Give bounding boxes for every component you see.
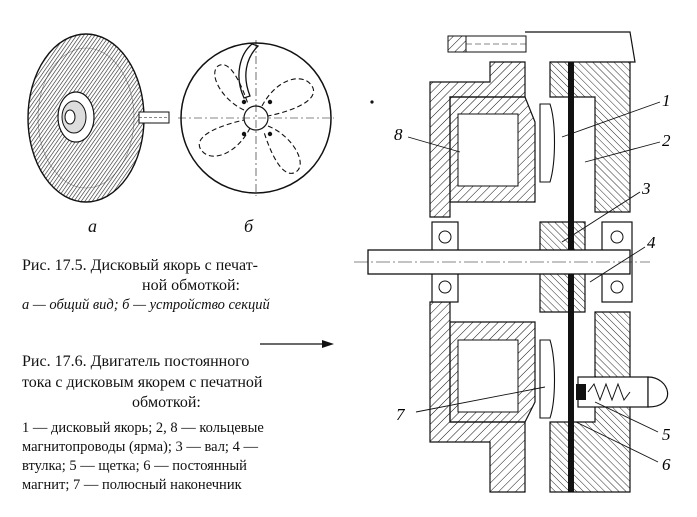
caption-17-6-legend-4: магнит; 7 — полюсный наконечник [22,477,242,493]
caption-17-6-legend-1: 1 — дисковый якорь; 2, 8 — кольцевые [22,420,264,436]
caption-17-6-legend-3: втулка; 5 — щетка; 6 — постоянный [22,458,247,474]
motor-cross-section: 1 2 3 4 5 6 7 8 [354,31,671,493]
caption-17-6-line-1: Рис. 17.6. Двигатель постоянного [22,353,250,370]
callout-4: 4 [647,233,656,252]
arrow-right-icon [260,340,334,348]
figure-b-label: б [244,216,254,236]
caption-17-5-parts: а — общий вид; б — устройство секций [22,297,270,313]
callout-8: 8 [394,125,403,144]
caption-17-6-line-3: обмоткой: [132,394,201,411]
disc-armature-general-view [27,33,170,203]
callout-7: 7 [396,405,406,424]
callout-6: 6 [662,455,671,474]
callout-3: 3 [641,179,651,198]
caption-17-5-line-1: Рис. 17.5. Дисковый якорь с печат- [22,257,259,274]
caption-17-6-line-2: тока с дисковым якорем с печатной [22,374,263,391]
callout-2: 2 [662,131,671,150]
caption-17-6-legend-2: магнитопроводы (ярма); 3 — вал; 4 — [22,439,258,455]
armature-section-layout [178,40,334,196]
figure-a-label: а [88,216,97,236]
callout-5: 5 [662,425,671,444]
callout-1: 1 [662,91,671,110]
caption-17-5-line-2: ной обмоткой: [142,277,240,294]
